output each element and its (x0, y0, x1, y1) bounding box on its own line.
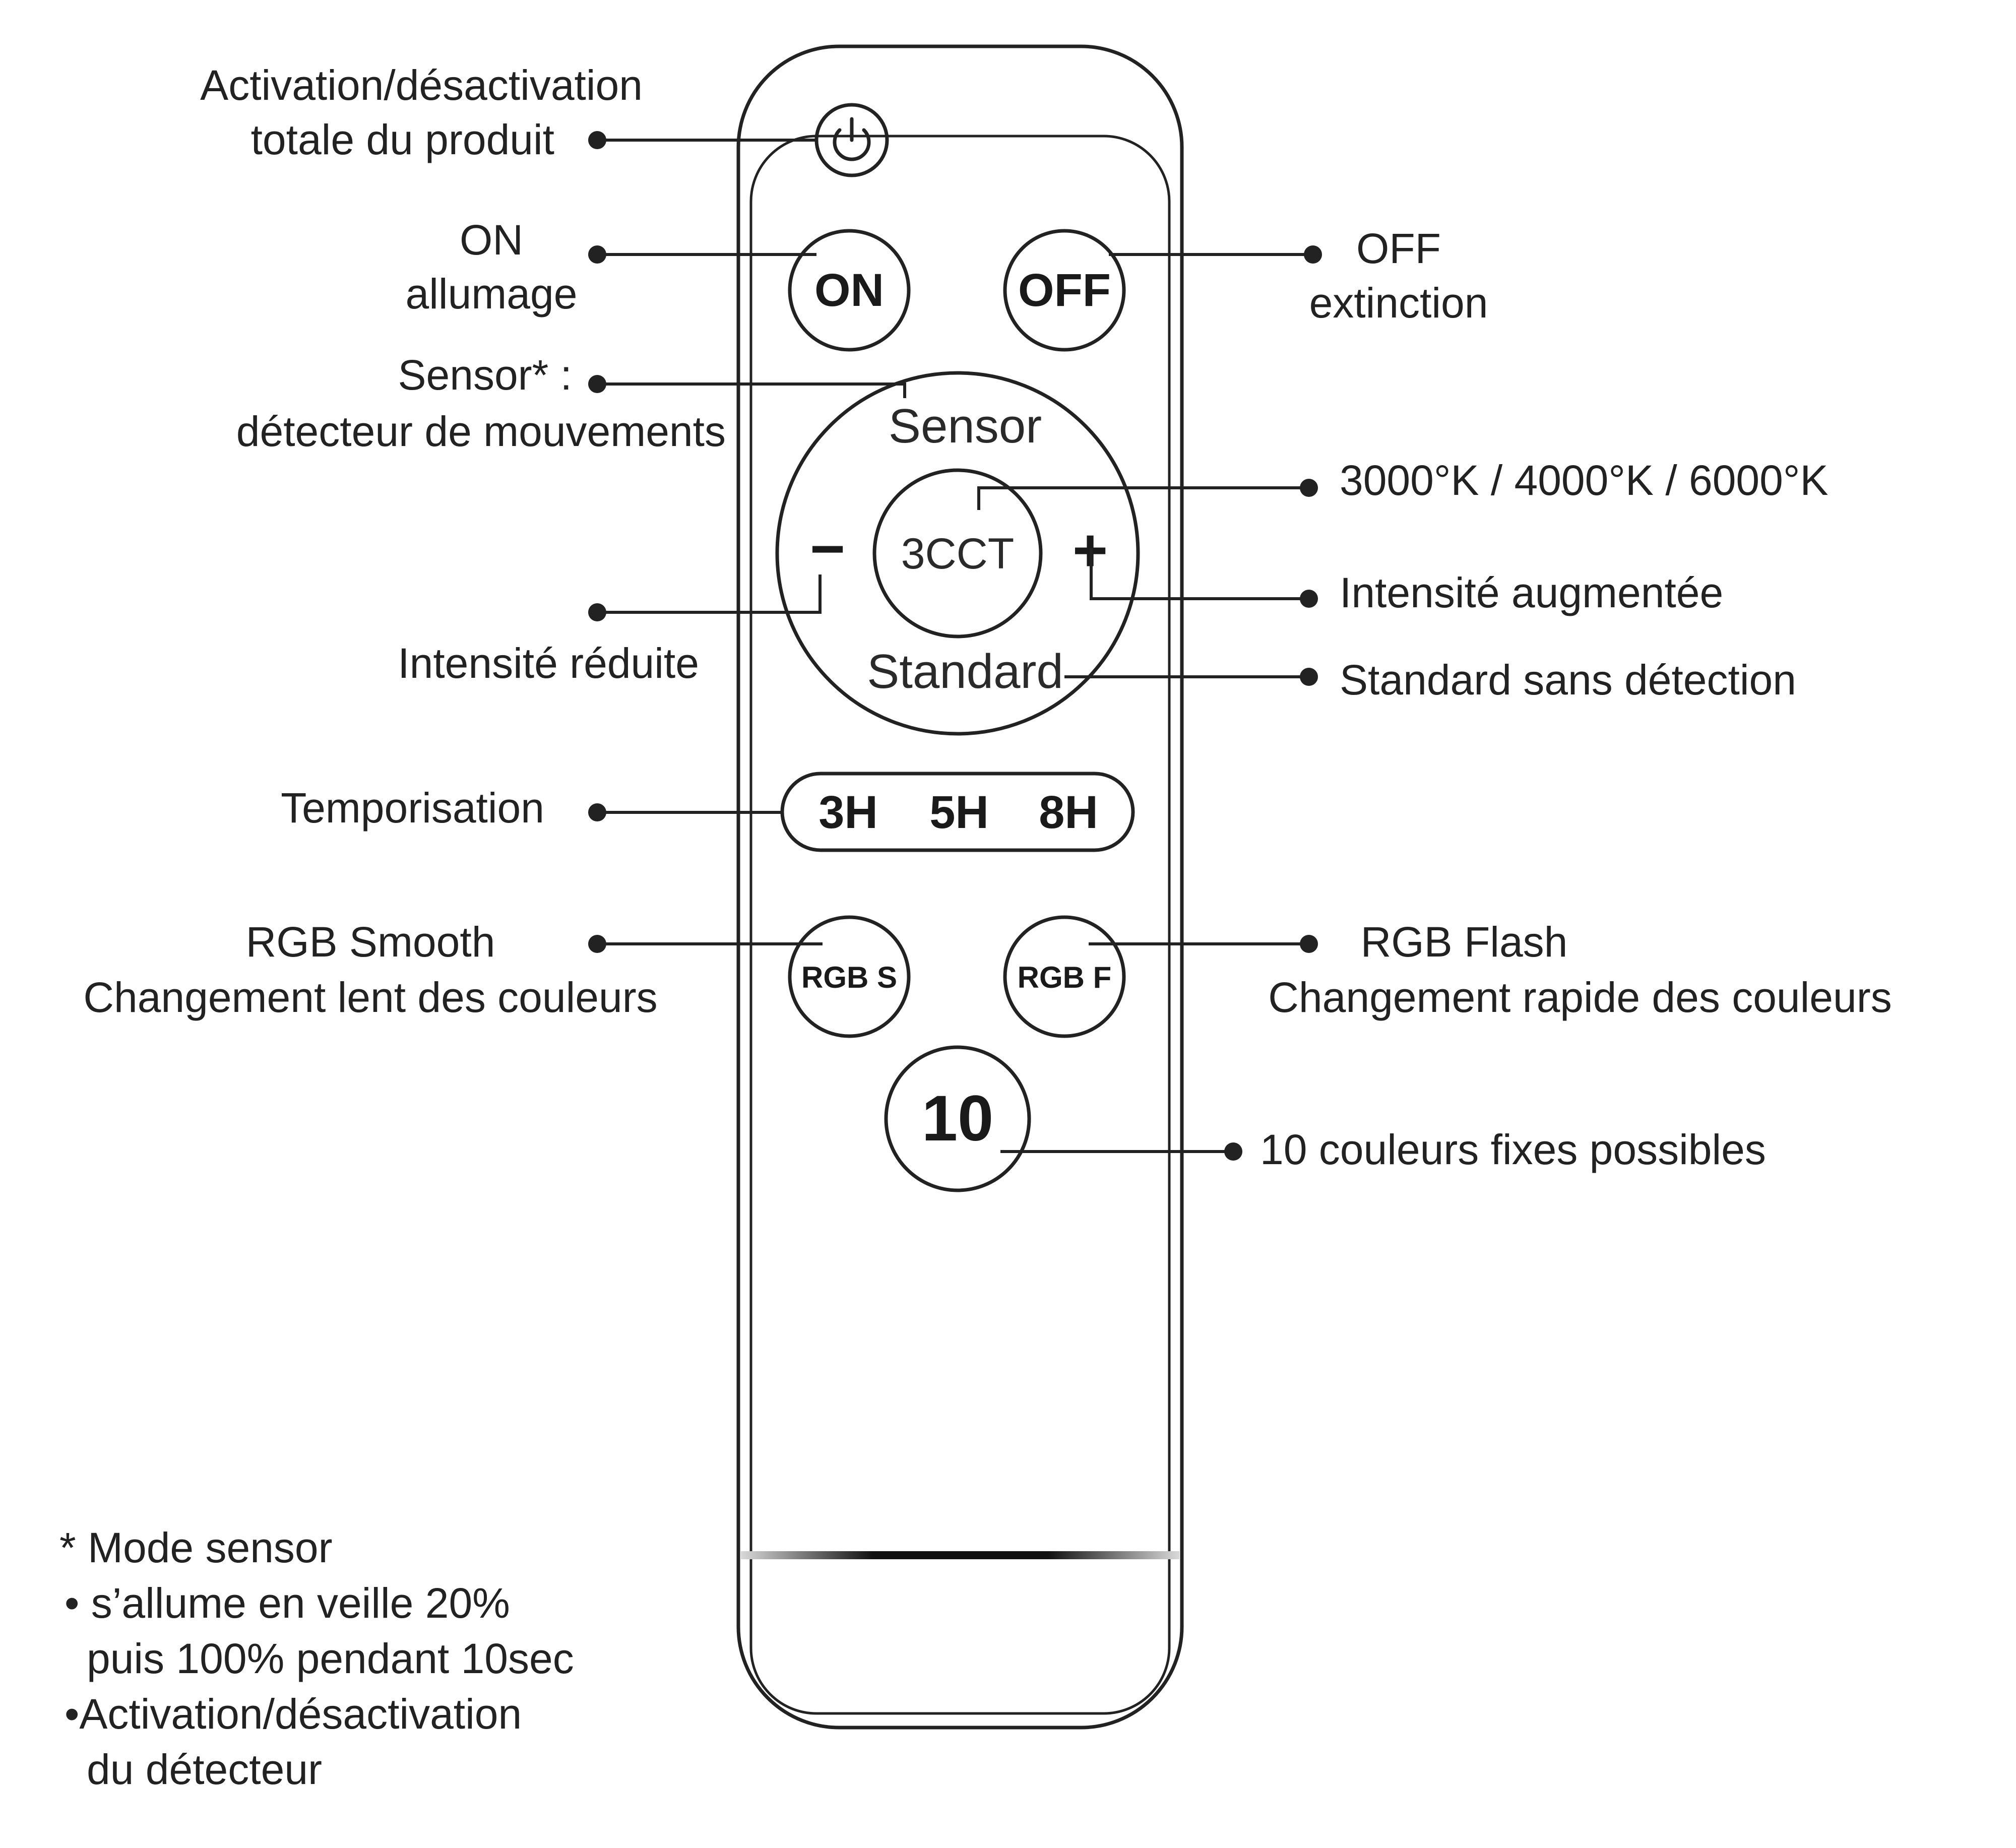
timer-8h-button[interactable]: 8H (1039, 787, 1098, 838)
minus-label: Intensité réduite (398, 640, 699, 687)
off-label-line2: extinction (1309, 279, 1488, 327)
rgb-smooth-label-line1: RGB Smooth (246, 918, 495, 966)
footnote-line3: •Activation/désactivation (65, 1690, 522, 1738)
on-label-line2: allumage (406, 270, 578, 317)
timer-5h-button[interactable]: 5H (929, 787, 989, 838)
standard-button[interactable]: Standard (867, 645, 1063, 698)
timer-button-group: 3H 5H 8H (780, 772, 1135, 852)
on-button[interactable]: ON (788, 229, 911, 352)
footnote-line2: puis 100% pendant 10sec (87, 1635, 574, 1682)
cct-button[interactable]: 3CCT (872, 468, 1043, 639)
rgb-smooth-button-label: RGB S (801, 961, 897, 994)
timer-label: Temporisation (281, 784, 544, 832)
plus-label: Intensité augmentée (1340, 569, 1723, 616)
sensor-button[interactable]: Sensor (889, 399, 1042, 453)
sensor-label-line2: détecteur de mouvements (236, 408, 726, 455)
power-button[interactable] (814, 103, 889, 177)
power-icon (833, 117, 871, 161)
footnote-line4: du détecteur (87, 1746, 322, 1793)
cct-label: 3000°K / 4000°K / 6000°K (1340, 457, 1829, 504)
standard-label: Standard sans détection (1340, 656, 1796, 704)
cct-button-label: 3CCT (901, 530, 1015, 578)
rgb-smooth-label-line2: Changement lent des couleurs (83, 974, 657, 1021)
on-button-label: ON (814, 265, 884, 316)
ten-colors-button-label: 10 (922, 1082, 993, 1155)
control-ring: Sensor Standard − + (775, 371, 1140, 736)
timer-3h-button[interactable]: 3H (818, 787, 878, 838)
power-label-line1: Activation/désactivation (200, 61, 643, 109)
remote-divider-stripe (741, 1551, 1179, 1559)
off-button-label: OFF (1018, 265, 1111, 316)
off-label-line1: OFF (1356, 225, 1441, 272)
remote-body (736, 44, 1184, 1730)
leader-lines (588, 131, 1322, 1161)
rgb-flash-label-line1: RGB Flash (1361, 918, 1568, 966)
sensor-mode-footnote: * Mode sensor • s’allume en veille 20% p… (59, 1524, 574, 1793)
sensor-label-line1: Sensor* : (398, 351, 572, 399)
footnote-title: * Mode sensor (59, 1524, 333, 1571)
rgb-flash-label-line2: Changement rapide des couleurs (1268, 974, 1892, 1021)
ten-colors-label: 10 couleurs fixes possibles (1260, 1126, 1766, 1173)
rgb-flash-button[interactable]: RGB F (1003, 915, 1126, 1038)
power-label-line2: totale du produit (251, 116, 554, 163)
rgb-smooth-button[interactable]: RGB S (788, 915, 911, 1038)
footnote-line1: • s’allume en veille 20% (65, 1579, 510, 1627)
rgb-flash-button-label: RGB F (1018, 961, 1112, 994)
on-label-line1: ON (460, 216, 523, 264)
ten-colors-button[interactable]: 10 (884, 1045, 1031, 1192)
off-button[interactable]: OFF (1003, 229, 1126, 352)
minus-button[interactable]: − (810, 515, 845, 583)
